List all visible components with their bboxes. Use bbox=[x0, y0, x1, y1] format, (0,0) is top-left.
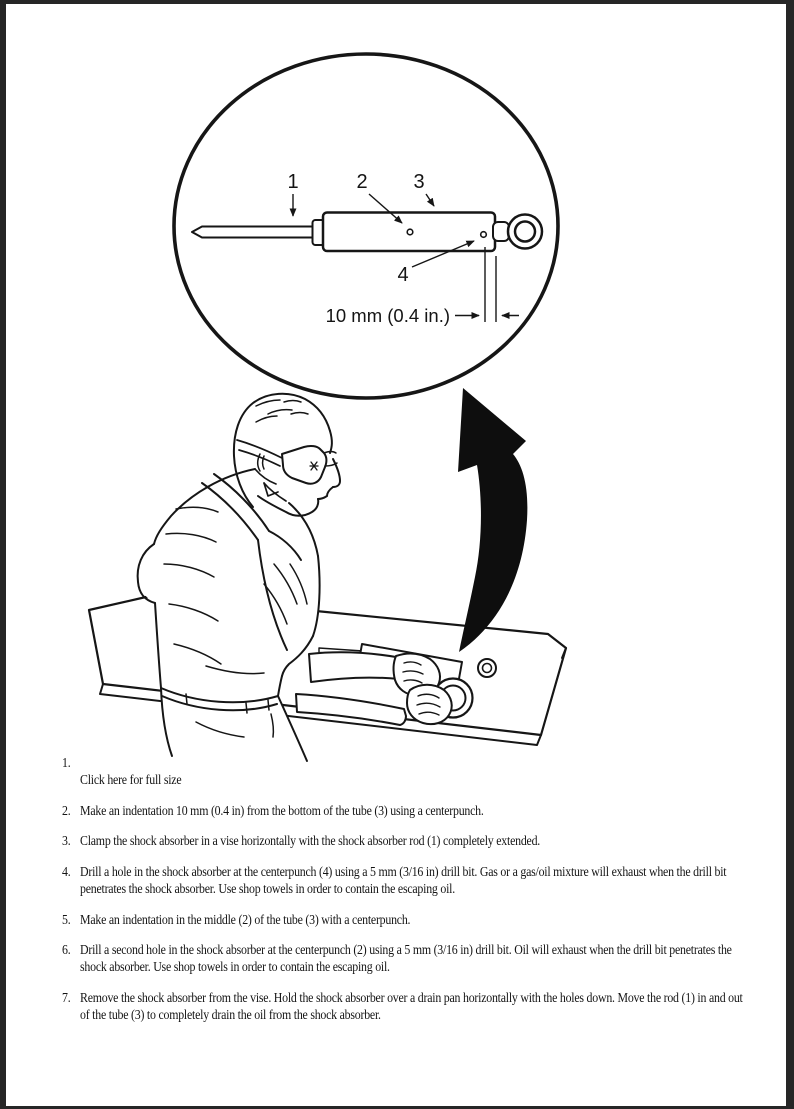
step-number: 7. bbox=[62, 989, 71, 1005]
workbench-scene bbox=[87, 392, 568, 762]
magnifier-circle bbox=[172, 52, 560, 400]
step-number: 2. bbox=[62, 802, 71, 818]
list-item: 3. Clamp the shock absorber in a vise ho… bbox=[62, 832, 746, 849]
hole-4 bbox=[479, 230, 488, 239]
scanned-page: 1 2 3 4 10 mm (0.4 in.) 1. Click here fo… bbox=[6, 4, 786, 1106]
step-text: Make an indentation in the middle (2) of… bbox=[80, 911, 411, 927]
trouser-creases bbox=[195, 713, 275, 738]
step-number: 3. bbox=[62, 833, 71, 849]
list-item: 7. Remove the shock absorber from the vi… bbox=[62, 989, 746, 1024]
step-number: 4. bbox=[62, 863, 71, 879]
list-item: 2. Make an indentation 10 mm (0.4 in) fr… bbox=[62, 802, 746, 819]
safety-goggles bbox=[281, 444, 328, 485]
step-number: 5. bbox=[62, 911, 71, 927]
list-item: 6. Drill a second hole in the shock abso… bbox=[62, 941, 746, 976]
goggle-strap bbox=[236, 439, 283, 459]
callout-2-label: 2 bbox=[356, 171, 367, 193]
step-text: Clamp the shock absorber in a vise horiz… bbox=[80, 833, 541, 849]
instruction-figure: 1 2 3 4 10 mm (0.4 in.) bbox=[87, 52, 568, 762]
worker-arms bbox=[295, 651, 453, 726]
step-text: Drill a hole in the shock absorber at th… bbox=[80, 863, 727, 897]
callout-4-label: 4 bbox=[397, 264, 408, 286]
step-number: 6. bbox=[62, 941, 71, 957]
list-item: 5. Make an indentation in the middle (2)… bbox=[62, 911, 746, 928]
rod bbox=[191, 225, 319, 239]
shoulder-strap bbox=[213, 473, 270, 532]
step-number: 1. bbox=[62, 755, 71, 770]
dimension-label: 10 mm (0.4 in.) bbox=[326, 305, 450, 326]
callout-1-label: 1 bbox=[287, 171, 298, 193]
callout-3-leader bbox=[425, 193, 435, 207]
list-item: 1. Click here for full size bbox=[62, 754, 746, 789]
hair-lines bbox=[255, 399, 309, 423]
shirt-fold-lines bbox=[163, 506, 308, 675]
step-text: Remove the shock absorber from the vise.… bbox=[80, 989, 743, 1023]
zoom-arrow-icon bbox=[458, 388, 528, 652]
hole-2 bbox=[406, 228, 414, 236]
instruction-steps: 1. Click here for full size 2. Make an i… bbox=[62, 754, 746, 1037]
hand bbox=[406, 683, 453, 726]
step-text: Drill a second hole in the shock absorbe… bbox=[80, 941, 732, 975]
belt bbox=[160, 687, 279, 714]
full-size-link[interactable]: Click here for full size bbox=[80, 772, 182, 788]
callout-2-leader bbox=[368, 193, 403, 224]
ring-neck bbox=[492, 221, 510, 242]
list-item: 4. Drill a hole in the shock absorber at… bbox=[62, 863, 746, 898]
callout-4-leader bbox=[411, 240, 475, 268]
diagram-callouts: 1 2 3 4 bbox=[287, 171, 475, 286]
worker-illustration bbox=[136, 392, 453, 762]
callout-3-label: 3 bbox=[413, 171, 424, 193]
worker-head bbox=[232, 392, 341, 517]
step-text: Make an indentation 10 mm (0.4 in) from … bbox=[80, 802, 484, 818]
shock-absorber-diagram bbox=[191, 211, 544, 253]
lens-glint bbox=[309, 461, 319, 471]
dimension-annotation: 10 mm (0.4 in.) bbox=[326, 247, 519, 326]
